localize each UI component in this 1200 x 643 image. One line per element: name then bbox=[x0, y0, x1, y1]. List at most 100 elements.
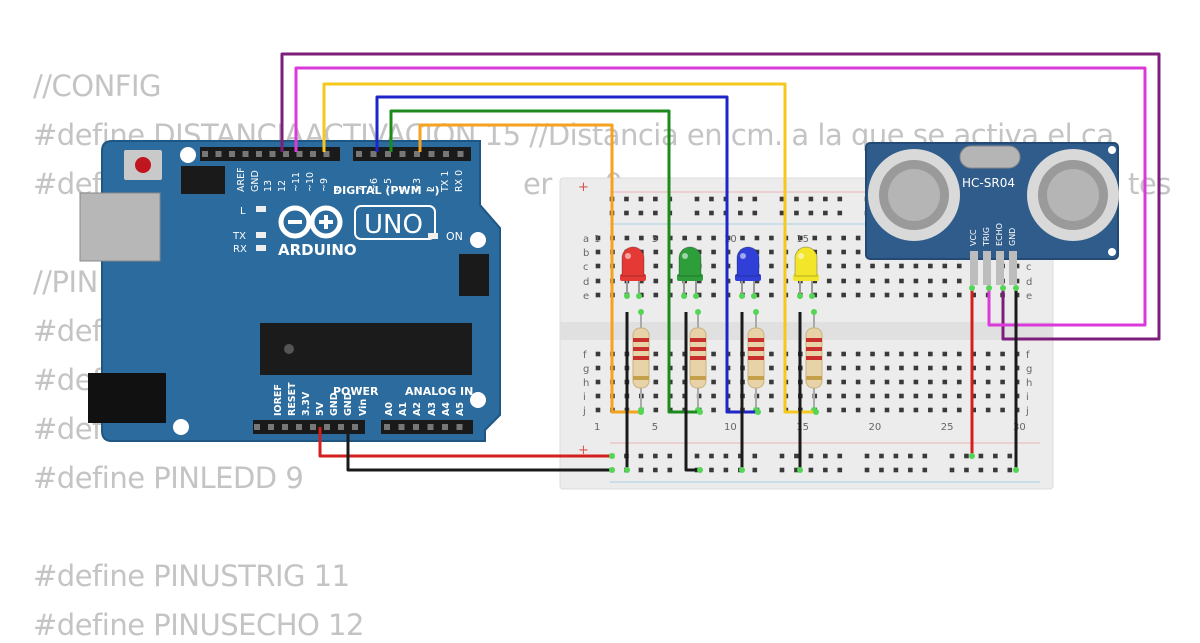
sensor-mount-hole bbox=[1108, 248, 1116, 256]
wire-orange bbox=[418, 123, 641, 414]
breadboard-hole bbox=[711, 278, 716, 284]
resistor-connection bbox=[753, 309, 759, 315]
header-pin bbox=[310, 424, 316, 430]
digital-pin-label: ~11 bbox=[291, 172, 302, 192]
header-pin bbox=[399, 151, 406, 157]
resistor-band bbox=[806, 376, 822, 380]
uno-model-text: UNO bbox=[364, 210, 423, 240]
led-highlight bbox=[625, 253, 631, 259]
breadboard-hole bbox=[899, 365, 904, 371]
breadboard-hole bbox=[942, 292, 948, 298]
header-pin bbox=[296, 424, 302, 430]
breadboard-hole bbox=[682, 235, 687, 241]
breadboard-hole bbox=[855, 249, 861, 255]
breadboard-row-letter: d bbox=[583, 277, 589, 288]
rail-hole bbox=[752, 453, 758, 459]
breadboard-hole bbox=[826, 351, 832, 357]
rail-hole bbox=[638, 453, 644, 459]
breadboard-hole bbox=[841, 407, 846, 413]
wire-connection bbox=[969, 453, 975, 459]
rail-hole bbox=[823, 210, 828, 216]
breadboard-hole bbox=[769, 235, 774, 241]
rail-hole bbox=[779, 467, 785, 473]
rail-hole bbox=[837, 210, 843, 216]
digital-pin-label: ~5 bbox=[383, 178, 394, 192]
breadboard-hole bbox=[754, 292, 760, 298]
arduino-logo bbox=[278, 205, 343, 239]
power-pin-label: 5V bbox=[315, 401, 326, 416]
breadboard-hole bbox=[769, 351, 774, 357]
rail-hole bbox=[993, 467, 998, 473]
breadboard-hole bbox=[1014, 278, 1020, 284]
usb-port bbox=[79, 192, 161, 262]
breadboard-col-number: 10 bbox=[724, 234, 737, 245]
sensor-mount-hole bbox=[1108, 146, 1116, 154]
breadboard-col-number: 5 bbox=[652, 422, 658, 433]
power-label: POWER bbox=[333, 385, 379, 398]
rail-hole bbox=[779, 210, 785, 216]
breadboard-hole bbox=[711, 351, 716, 357]
rail-hole bbox=[908, 453, 913, 459]
tx-led-label: TX bbox=[232, 231, 246, 242]
wire-connection bbox=[1013, 285, 1019, 291]
header-pin bbox=[414, 151, 420, 157]
header-pin bbox=[324, 424, 330, 430]
rail-hole bbox=[823, 196, 828, 202]
breadboard-col-number: 15 bbox=[796, 422, 809, 433]
breadboard-hole bbox=[826, 249, 832, 255]
code-line: #define PINUSTRIG 11 bbox=[33, 559, 350, 593]
led-connection bbox=[624, 293, 630, 299]
digital-pin-label: TX 1 bbox=[440, 171, 451, 193]
breadboard-hole bbox=[913, 292, 919, 298]
led-connection bbox=[636, 293, 642, 299]
resistor-band bbox=[690, 347, 706, 351]
digital-pin-label: 4 bbox=[398, 186, 409, 192]
rx-led-label: RX bbox=[233, 244, 247, 255]
rail-hole bbox=[864, 453, 870, 459]
breadboard-hole bbox=[971, 393, 976, 399]
logo-minus bbox=[288, 220, 302, 224]
mounting-hole bbox=[180, 147, 196, 163]
breadboard-row-letter: f bbox=[1026, 350, 1030, 361]
analog-label: ANALOG IN bbox=[405, 385, 473, 398]
rail-hole bbox=[908, 467, 913, 473]
wire-connection bbox=[697, 467, 703, 473]
led-connection bbox=[681, 293, 687, 299]
breadboard-hole bbox=[855, 351, 861, 357]
resistor-band bbox=[690, 356, 706, 360]
header-pin bbox=[443, 151, 449, 157]
breadboard-hole bbox=[711, 249, 716, 255]
rail-hole bbox=[1007, 467, 1013, 473]
rail-hole bbox=[879, 453, 884, 459]
breadboard-hole bbox=[913, 351, 919, 357]
breadboard-hole bbox=[870, 365, 875, 371]
rail-hole bbox=[624, 196, 629, 202]
breadboard-hole bbox=[826, 263, 832, 269]
analog-header bbox=[381, 420, 473, 434]
reset-button[interactable] bbox=[135, 157, 151, 173]
breadboard-hole bbox=[942, 351, 948, 357]
power-pin-label: IOREF bbox=[273, 384, 284, 416]
breadboard-hole bbox=[595, 407, 601, 413]
analog-pin-label: A2 bbox=[412, 402, 423, 416]
header-pin bbox=[256, 151, 262, 157]
breadboard-hole bbox=[985, 351, 991, 357]
breadboard-hole bbox=[913, 278, 919, 284]
breadboard-hole bbox=[841, 249, 846, 255]
breadboard-hole bbox=[595, 278, 601, 284]
header-pin bbox=[356, 151, 362, 157]
breadboard-hole bbox=[928, 278, 933, 284]
resistor-band bbox=[633, 376, 649, 380]
resistor-band bbox=[806, 347, 822, 351]
breadboard-col-number: 5 bbox=[652, 234, 658, 245]
breadboard-hole bbox=[653, 263, 659, 269]
wire-black bbox=[346, 427, 612, 472]
transducer-right-inner bbox=[1047, 169, 1099, 221]
led-highlight bbox=[798, 253, 804, 259]
digital-pin-label: 13 bbox=[263, 180, 274, 192]
wire-connection bbox=[797, 467, 803, 473]
breadboard-hole bbox=[928, 365, 933, 371]
